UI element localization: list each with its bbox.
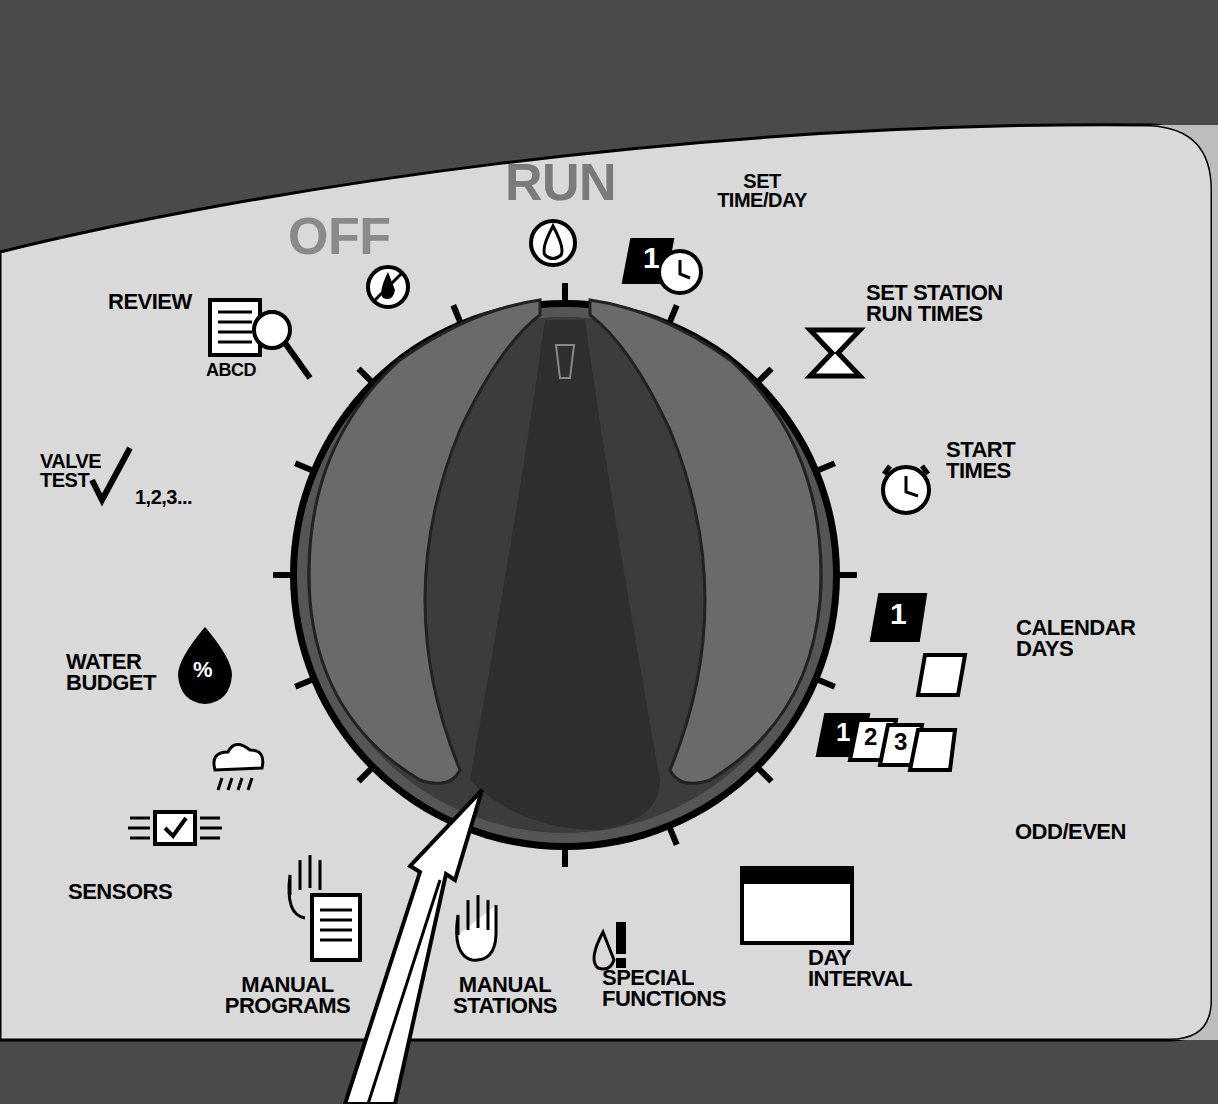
icon-number: 1 [890, 600, 906, 629]
dial-label: DAY INTERVAL [808, 948, 928, 990]
off-label: OFF [288, 212, 390, 261]
dial-label: WATER BUDGET [66, 652, 166, 694]
icon-number: 1 [836, 720, 850, 745]
dial-label: SENSORS [68, 882, 172, 903]
icon-number: 2 [864, 726, 877, 749]
dial-label: MANUAL PROGRAMS [220, 975, 355, 1017]
dial-label: 1,2,3... [135, 488, 192, 507]
dial-label: ABCD [206, 362, 256, 379]
dial-label: CALENDAR DAYS [1016, 618, 1146, 660]
dial-label: SET STATION RUN TIMES [866, 283, 1046, 325]
icon-number: 3 [894, 731, 907, 754]
dial-label: ODD/EVEN [1015, 822, 1126, 843]
dial-label: START TIMES [946, 440, 1036, 482]
dial-label: SPECIAL FUNCTIONS [602, 968, 732, 1010]
dial-label: REVIEW [108, 292, 192, 313]
icon-symbol: % [193, 660, 212, 681]
dial-label: MANUAL STATIONS [440, 975, 570, 1017]
dial-label: VALVE TEST [40, 452, 115, 490]
run-label: RUN [505, 158, 616, 207]
dial-label: SET TIME/DAY [706, 172, 818, 210]
icon-number: 1 [643, 244, 659, 273]
